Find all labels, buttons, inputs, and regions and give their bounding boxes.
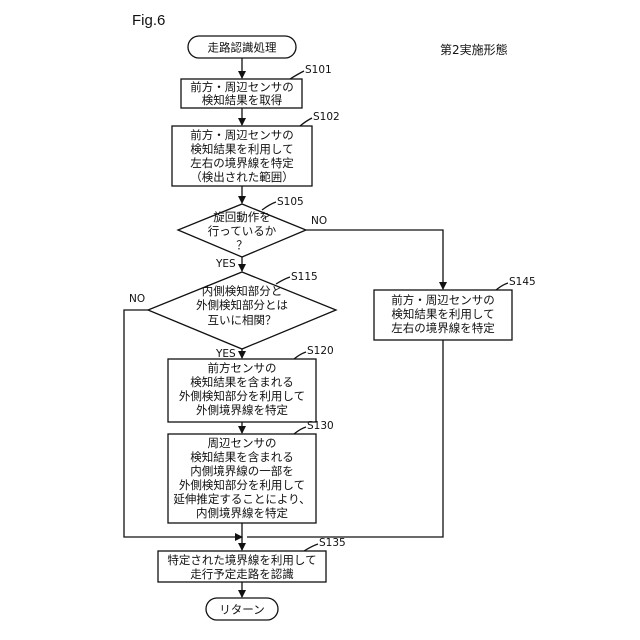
- start-label: 走路認識処理: [208, 41, 277, 55]
- step-s135: 特定された境界線を利用して 走行予定走路を認識 S135: [158, 537, 346, 582]
- figure-label: Fig.6: [132, 12, 165, 29]
- s120-line-3: 外側検知部分を利用して: [179, 389, 305, 403]
- s115-line-2: 外側検知部分とは: [196, 298, 288, 312]
- decision-s115: 内側検知部分と 外側検知部分とは 互いに相関？ S115 NO YES: [129, 271, 336, 360]
- s135-line-2: 走行予定走路を認識: [190, 567, 294, 581]
- s145-line-3: 左右の境界線を特定: [391, 321, 495, 335]
- s130-id: S130: [307, 420, 334, 432]
- s101-id: S101: [305, 64, 332, 76]
- step-s145: 前方・周辺センサの 検知結果を利用して 左右の境界線を特定 S145: [374, 276, 536, 340]
- s115-line-3: 互いに相関？: [208, 313, 277, 327]
- s115-line-1: 内側検知部分と: [202, 284, 283, 298]
- s130-line-5: 延伸推定することにより、: [173, 492, 310, 506]
- embodiment-label: 第2実施形態: [440, 42, 508, 57]
- s130-line-6: 内側境界線を特定: [196, 506, 288, 520]
- s130-line-2: 検知結果を含まれる: [190, 450, 294, 464]
- s102-id: S102: [313, 111, 340, 123]
- step-s101: 前方・周辺センサの 検知結果を取得 S101: [181, 64, 332, 108]
- s102-line-3: 左右の境界線を特定: [190, 156, 294, 170]
- s102-line-4: （検出された範囲）: [190, 170, 294, 184]
- s120-id: S120: [307, 345, 334, 357]
- s120-line-2: 検知結果を含まれる: [190, 375, 294, 389]
- s135-line-1: 特定された境界線を利用して: [167, 553, 316, 567]
- s120-line-1: 前方センサの: [208, 361, 277, 375]
- s130-line-4: 外側検知部分を利用して: [179, 478, 305, 492]
- s105-id: S105: [277, 196, 304, 208]
- s101-line-2: 検知結果を取得: [202, 93, 283, 107]
- step-s102: 前方・周辺センサの 検知結果を利用して 左右の境界線を特定 （検出された範囲） …: [172, 111, 340, 186]
- step-s120: 前方センサの 検知結果を含まれる 外側検知部分を利用して 外側境界線を特定 S1…: [168, 345, 334, 422]
- end-terminal: リターン: [206, 598, 278, 620]
- s101-line-1: 前方・周辺センサの: [190, 80, 294, 94]
- end-label: リターン: [219, 603, 264, 617]
- decision-s105: 旋回動作を 行っているか ？ S105 NO YES: [178, 196, 327, 270]
- s120-line-4: 外側境界線を特定: [196, 403, 288, 417]
- s105-line-1: 旋回動作を: [213, 210, 271, 224]
- s145-line-2: 検知結果を利用して: [391, 307, 494, 321]
- s130-line-1: 周辺センサの: [208, 436, 277, 450]
- s115-no-label: NO: [129, 293, 145, 305]
- step-s130: 周辺センサの 検知結果を含まれる 内側境界線の一部を 外側検知部分を利用して 延…: [168, 420, 334, 523]
- s105-line-3: ？: [236, 238, 248, 252]
- s105-no-label: NO: [311, 215, 327, 227]
- s102-line-1: 前方・周辺センサの: [190, 128, 294, 142]
- s145-id: S145: [509, 276, 536, 288]
- s105-yes-label: YES: [215, 258, 236, 270]
- start-terminal: 走路認識処理: [188, 36, 296, 58]
- s130-line-3: 内側境界線の一部を: [190, 464, 294, 478]
- s115-id: S115: [291, 271, 318, 283]
- s115-yes-label: YES: [215, 348, 236, 360]
- s102-line-2: 検知結果を利用して: [190, 142, 293, 156]
- s145-line-1: 前方・周辺センサの: [391, 293, 495, 307]
- s105-line-2: 行っているか: [208, 224, 277, 238]
- s135-id: S135: [319, 537, 346, 549]
